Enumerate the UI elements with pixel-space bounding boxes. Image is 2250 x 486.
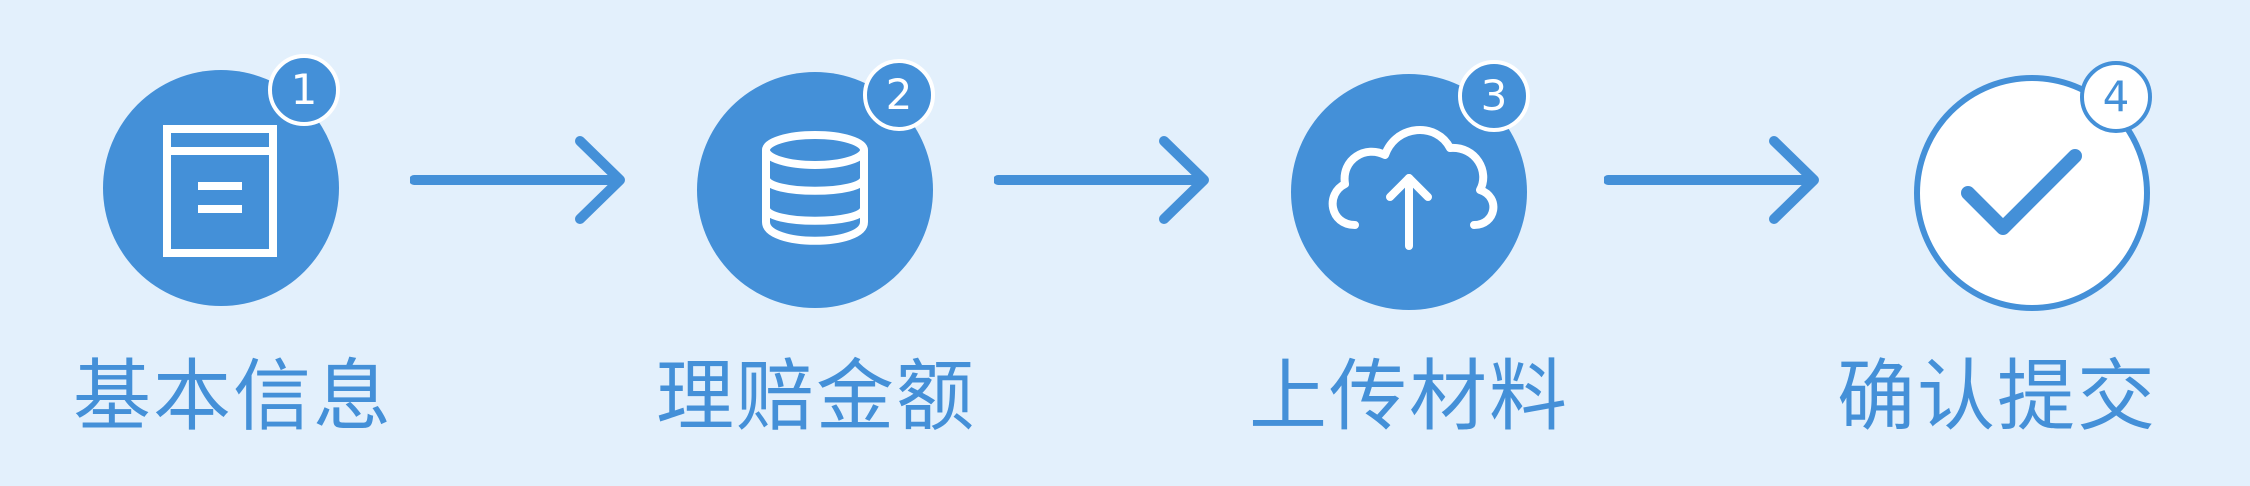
step-4-badge: 4 [2080, 61, 2152, 133]
step-2-badge: 2 [863, 59, 935, 131]
arrow-icon [994, 125, 1214, 235]
step-4-circle [1914, 75, 2150, 311]
step-2-circle [697, 72, 933, 308]
step-3-circle [1291, 74, 1527, 310]
document-icon [103, 70, 339, 306]
step-1-circle [103, 70, 339, 306]
step-4-label: 确认提交 [1836, 352, 2157, 442]
cloud-upload-icon [1291, 74, 1527, 310]
arrow-icon [410, 125, 630, 235]
step-3-label: 上传材料 [1248, 352, 1569, 442]
step-3-badge: 3 [1458, 60, 1530, 132]
coin-stack-icon [697, 72, 933, 308]
step-1-badge: 1 [268, 54, 340, 126]
checkmark-icon [1914, 75, 2150, 311]
step-2-label: 理赔金额 [655, 352, 976, 442]
arrow-icon [1604, 125, 1824, 235]
step-1-label: 基本信息 [72, 352, 393, 442]
